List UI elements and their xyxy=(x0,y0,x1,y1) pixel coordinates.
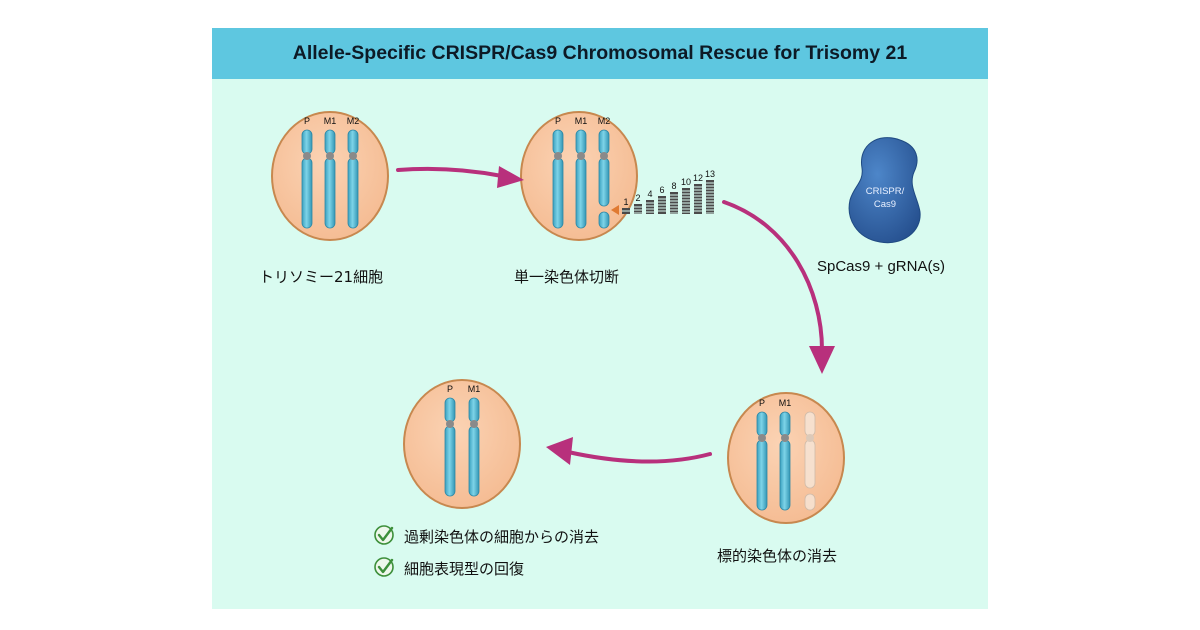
stage-label-single-cut: 単一染色体切断 xyxy=(514,268,620,286)
cut-site-number: 13 xyxy=(705,169,715,179)
stage-label-trisomy: トリソミー21細胞 xyxy=(259,268,384,286)
chromosome-label-m2: M2 xyxy=(598,116,611,126)
chromosome-label-m1: M1 xyxy=(575,116,588,126)
check-icon xyxy=(374,525,394,545)
chromosome-label-p: P xyxy=(555,116,561,126)
cell-target-elimination: P M1 xyxy=(727,392,845,524)
chromosome-m1 xyxy=(324,129,336,229)
cut-site-bar xyxy=(634,204,642,214)
cell-rescued: P M1 xyxy=(403,379,521,509)
cut-site-bar xyxy=(646,200,654,214)
arrow-cut-to-elimination xyxy=(722,200,835,374)
check-icon xyxy=(374,557,394,577)
outcome-item-2: 細胞表現型の回復 xyxy=(404,560,525,578)
cut-site-number: 10 xyxy=(681,177,691,187)
cas9-label-line2: Cas9 xyxy=(874,199,896,210)
stage-label-target-elimination: 標的染色体の消去 xyxy=(717,547,838,565)
cas9-label-line1: CRISPR/ xyxy=(866,186,905,197)
cas9-protein: CRISPR/ Cas9 xyxy=(848,137,921,244)
cut-site-marker xyxy=(611,205,619,215)
chromosome-label-m1: M1 xyxy=(468,384,481,394)
chromosome-p xyxy=(552,129,564,229)
chromosome-label-p: P xyxy=(447,384,453,394)
cell-single-cut: P M1 M2 xyxy=(520,111,638,241)
cut-site-number: 2 xyxy=(635,193,640,203)
chromosome-m2-cut xyxy=(598,129,610,229)
cell-trisomy: P M1 M2 xyxy=(271,111,389,241)
outcome-item-1: 過剰染色体の細胞からの消去 xyxy=(404,528,600,546)
diagram-title: Allele-Specific CRISPR/Cas9 Chromosomal … xyxy=(292,42,908,64)
arrow-trisomy-to-cut xyxy=(396,166,524,188)
chromosome-m2-faded xyxy=(804,411,816,511)
chromosome-p xyxy=(756,411,768,511)
chromosome-label-p: P xyxy=(759,398,765,408)
cell-membrane xyxy=(403,379,521,509)
chromosome-p xyxy=(444,397,456,497)
cut-site-bar xyxy=(682,188,690,214)
arrow-elimination-to-rescued xyxy=(546,437,712,465)
chromosome-label-p: P xyxy=(304,116,310,126)
chromosome-label-m1: M1 xyxy=(324,116,337,126)
chromosome-m1 xyxy=(468,397,480,497)
chromosome-m2 xyxy=(347,129,359,229)
cut-site-number: 4 xyxy=(647,189,652,199)
chromosome-p xyxy=(301,129,313,229)
chromosome-label-m2: M2 xyxy=(347,116,360,126)
chromosome-label-m1: M1 xyxy=(779,398,792,408)
cut-site-number: 6 xyxy=(659,185,664,195)
cut-site-number: 8 xyxy=(671,181,676,191)
title-bar: Allele-Specific CRISPR/Cas9 Chromosomal … xyxy=(212,28,988,79)
cut-site-bar xyxy=(706,180,714,214)
chromosome-m1 xyxy=(779,411,791,511)
cas9-reagent-label: SpCas9 + gRNA(s) xyxy=(817,258,945,275)
cut-site-number: 1 xyxy=(623,197,628,207)
cut-site-bar xyxy=(670,192,678,214)
chromosome-m1 xyxy=(575,129,587,229)
cut-site-number: 12 xyxy=(693,173,703,183)
